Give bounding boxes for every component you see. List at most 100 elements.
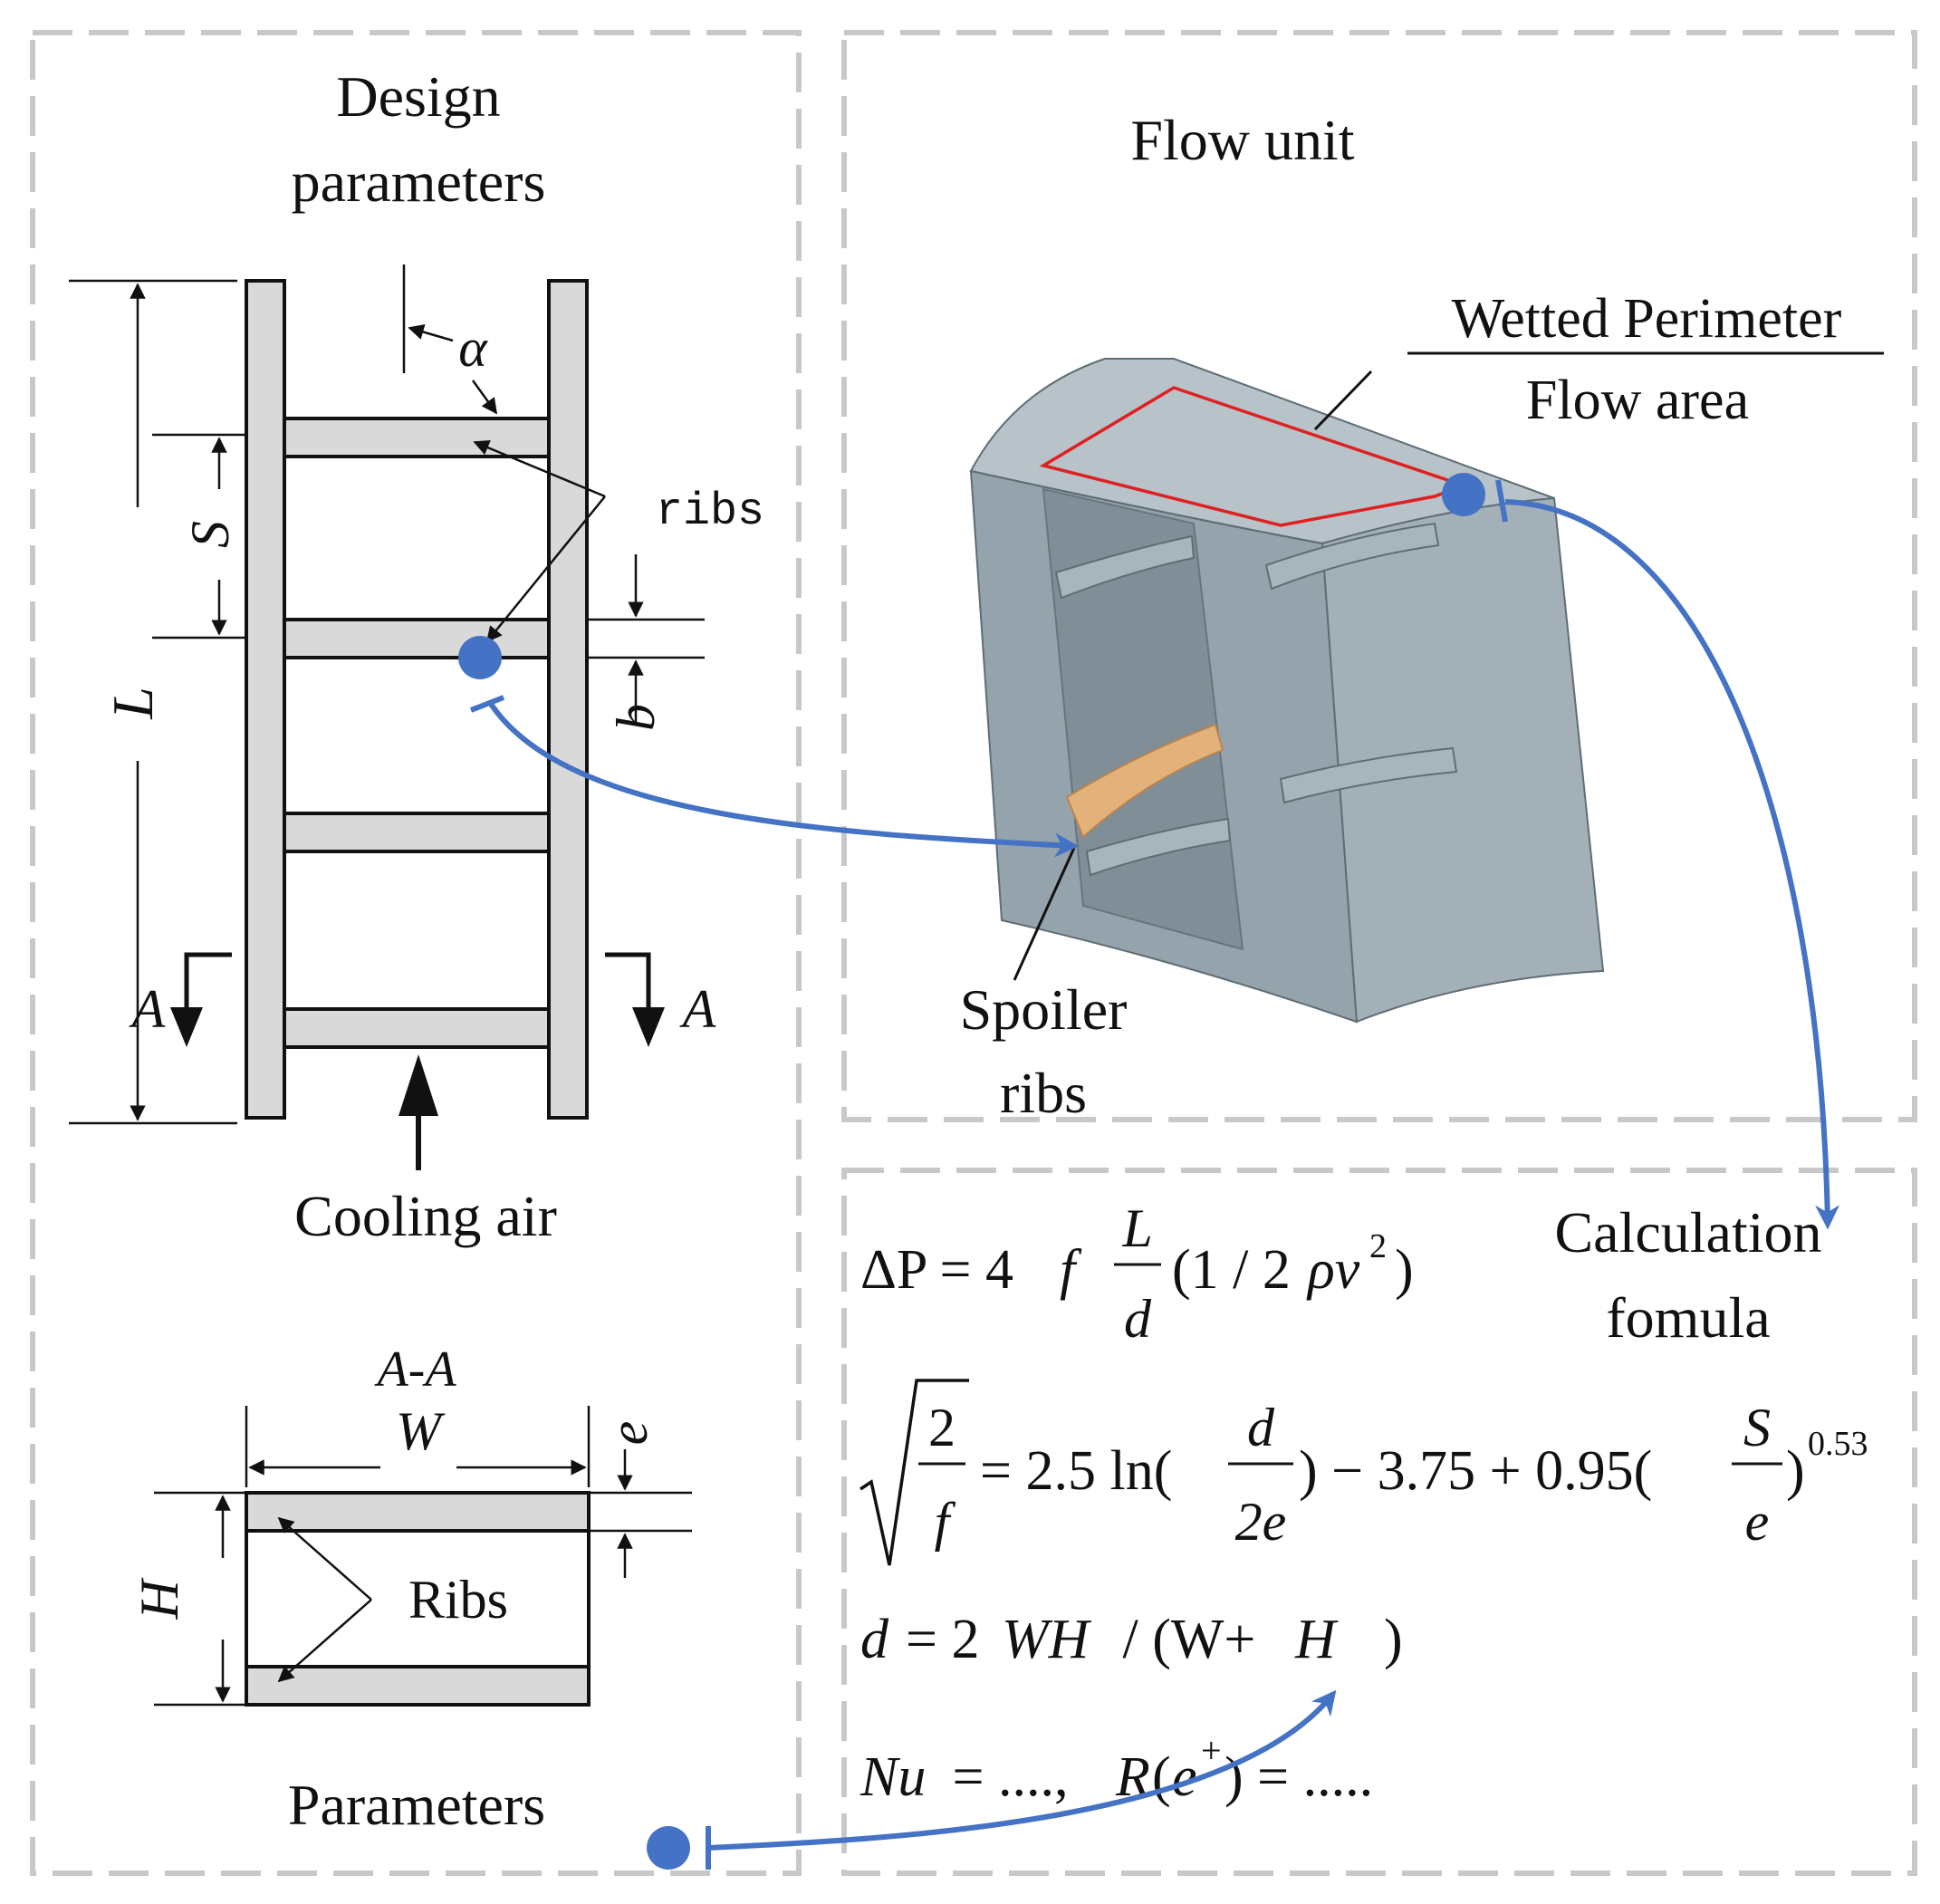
flow-block-right-face	[1321, 496, 1605, 1024]
block-rib-left-upper	[1054, 534, 1196, 600]
flow-block	[969, 358, 1605, 1024]
eq2-frac1-num: d	[1247, 1398, 1275, 1457]
wetted-perimeter-label: Wetted Perimeter	[1452, 288, 1842, 350]
eq2-sqrt-num: 2	[928, 1398, 956, 1457]
label-e: e	[599, 1421, 658, 1446]
flow-unit-panel: Flow unit Wetted Perimeter Flow area	[960, 108, 1884, 1125]
label-A-left: A	[129, 979, 166, 1039]
ribs-callout	[473, 439, 606, 643]
label-Ribs: Ribs	[408, 1570, 508, 1630]
label-W: W	[396, 1401, 446, 1461]
equation-hydraulic-diameter: d = 2 WH / (W+ H )	[860, 1609, 1403, 1670]
dimension-L	[69, 279, 237, 1125]
calculation-panel-border	[841, 1168, 1917, 1876]
eq1-frac-den: d	[1124, 1289, 1152, 1349]
eq4-mid: = ....,	[938, 1746, 1082, 1808]
label-b: b	[606, 704, 666, 731]
connector-rib-to-spoiler	[486, 699, 1080, 858]
eq2-mid1: = 2.5 ln(	[980, 1440, 1172, 1502]
eq3-close: )	[1384, 1609, 1403, 1670]
eq3-WH: WH	[1002, 1609, 1092, 1670]
label-L: L	[101, 687, 165, 720]
eq4-Nu: Nu	[860, 1746, 926, 1808]
eq3-slash: / (W+	[1109, 1609, 1270, 1670]
section-marker-right	[605, 952, 665, 1047]
label-alpha: α	[458, 318, 488, 378]
rib-4	[283, 1007, 551, 1049]
design-title-line2: parameters	[292, 149, 546, 214]
calculation-title-line1: Calculation	[1554, 1200, 1821, 1265]
cooling-air-arrow	[399, 1054, 438, 1170]
design-title-line1: Design	[336, 64, 500, 129]
rib-3	[283, 812, 551, 853]
label-parameters: Parameters	[288, 1773, 545, 1837]
design-panel: Design parameters L S	[69, 64, 764, 1837]
eq1-close: )	[1395, 1239, 1414, 1301]
label-H: H	[130, 1577, 189, 1620]
connector-rib-start-dot	[458, 636, 502, 679]
eq2-frac1-den: 2e	[1235, 1492, 1287, 1552]
eq1-rho-v: ρv	[1306, 1239, 1360, 1301]
right-wall	[547, 279, 589, 1120]
spoiler-ribs-label-line2: ribs	[1000, 1061, 1087, 1125]
rib-1	[283, 417, 551, 458]
wetted-perimeter-leader	[1313, 370, 1373, 431]
label-ribs: ribs	[656, 486, 764, 538]
block-rib-right-upper	[1264, 522, 1440, 591]
label-A-right: A	[679, 979, 716, 1039]
eq4-sup: +	[1201, 1730, 1222, 1771]
dimension-b	[587, 554, 705, 725]
section-marker-left	[170, 952, 232, 1047]
left-wall	[245, 279, 286, 1120]
block-rib-right-lower	[1279, 746, 1458, 804]
eq1-rhs: (1 / 2	[1172, 1239, 1291, 1301]
equation-friction: 2 f = 2.5 ln( d 2e ) − 3.75 + 0.95( S e …	[860, 1379, 1868, 1566]
equation-pressure-drop: ΔP = 4 f L d (1 / 2 ρv 2 )	[860, 1198, 1414, 1349]
eq1-f: f	[1060, 1239, 1082, 1301]
block-rib-left-lower	[1085, 817, 1232, 877]
section-ribs-callout	[277, 1516, 372, 1683]
equation-nusselt: Nu = ...., R ( e + ) = .....	[860, 1730, 1373, 1808]
eq1-frac-num: L	[1121, 1198, 1152, 1258]
calculation-panel: Calculation fomula ΔP = 4 f L d (1 / 2 ρ…	[860, 1198, 1868, 1808]
connector-params-to-eq	[707, 1689, 1337, 1851]
design-panel-border	[30, 30, 802, 1876]
eq4-open: (	[1152, 1746, 1171, 1808]
section-rib-top	[245, 1491, 591, 1533]
connector-flow-start-tick	[1495, 479, 1508, 523]
eq2-exp: 0.53	[1808, 1425, 1868, 1463]
dimension-S	[152, 433, 246, 639]
spoiler-rib	[1065, 723, 1225, 839]
dimension-W	[245, 1406, 591, 1487]
angle-alpha	[402, 264, 498, 415]
connector-flow-to-calc	[1504, 499, 1840, 1230]
eq2-sqrt-den: f	[935, 1492, 956, 1552]
spoiler-ribs-leader	[1013, 847, 1076, 981]
section-label-AA: A-A	[373, 1341, 456, 1398]
eq3-H: H	[1294, 1609, 1339, 1670]
label-cooling-air: Cooling air	[294, 1184, 557, 1248]
section-rib-bottom	[245, 1665, 591, 1707]
eq3-d: d	[860, 1609, 889, 1670]
eq2-mid3: )	[1786, 1440, 1805, 1502]
spoiler-ribs-label-line1: Spoiler	[960, 977, 1128, 1042]
label-S: S	[180, 521, 240, 548]
connector-flow-start-dot	[1442, 473, 1485, 516]
connector-rib-start-tick	[469, 695, 505, 713]
eq2-frac2-den: e	[1745, 1492, 1770, 1552]
connector-params-start-dot	[647, 1826, 690, 1870]
calculation-title-line2: fomula	[1606, 1285, 1770, 1350]
eq2-frac2-num: S	[1743, 1398, 1771, 1457]
dimension-H	[154, 1491, 246, 1707]
connectors	[458, 473, 1840, 1870]
eq2-sqrt-sign	[860, 1379, 969, 1566]
flow-unit-title: Flow unit	[1130, 108, 1354, 172]
flow-area-label: Flow area	[1526, 370, 1749, 431]
eq1-sup: 2	[1369, 1227, 1387, 1265]
eq3-eq: = 2	[906, 1609, 979, 1670]
eq4-e: e	[1172, 1746, 1197, 1808]
eq1-lhs: ΔP = 4	[860, 1239, 1013, 1301]
panel-borders	[30, 30, 1917, 1876]
